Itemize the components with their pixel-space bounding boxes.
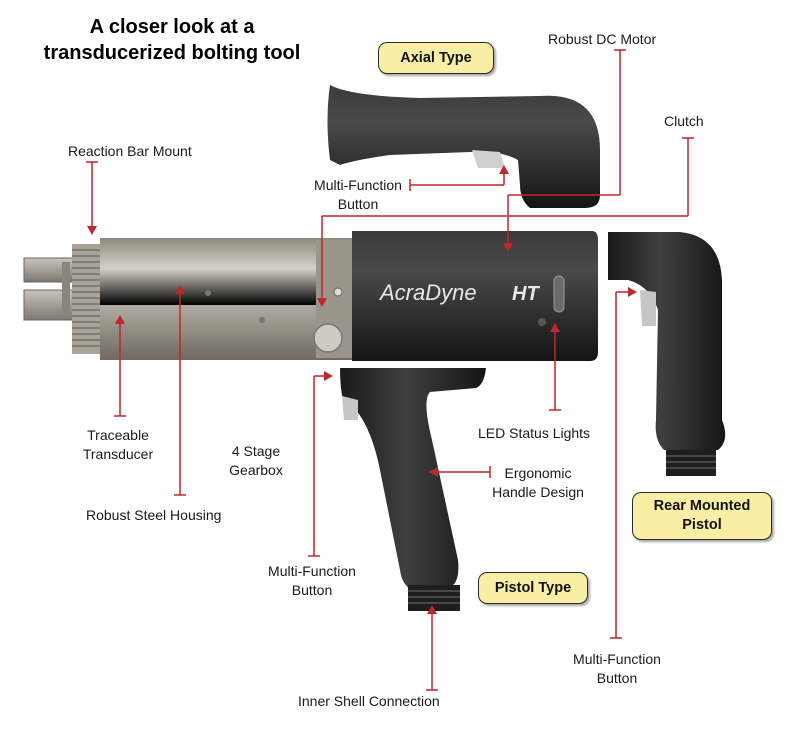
label-pistol-mf-line1: Multi-Function xyxy=(268,563,356,579)
label-inner-shell-connection: Inner Shell Connection xyxy=(298,692,440,711)
housing-screw xyxy=(259,317,265,323)
reaction-jaws xyxy=(23,257,75,321)
label-clutch-text: Clutch xyxy=(664,113,704,129)
label-traceable-line1: Traceable xyxy=(87,427,149,443)
brand-logo-suffix: HT xyxy=(512,283,540,305)
label-traceable-line2: Transducer xyxy=(82,446,154,462)
title-line-2: transducerized bolting tool xyxy=(43,42,301,64)
rear-mounted-pistol xyxy=(608,232,726,476)
label-rear-multi-function: Multi-Function Button xyxy=(562,650,672,688)
label-steel-housing: Robust Steel Housing xyxy=(86,506,221,525)
pistol-multi-function-button xyxy=(342,396,358,420)
rear-mounted-label-1: Rear Mounted xyxy=(653,498,751,514)
label-led-status-lights: LED Status Lights xyxy=(478,424,590,443)
motor-body: AcraDyne HT xyxy=(352,231,598,361)
axial-type-badge: Axial Type xyxy=(378,42,494,74)
label-gearbox-line1: 4 Stage xyxy=(231,443,281,459)
label-pistol-mf-line2: Button xyxy=(291,582,333,598)
label-dc-motor: Robust DC Motor xyxy=(548,30,656,49)
reaction-bar-mount xyxy=(72,244,102,354)
steel-housing xyxy=(100,238,352,360)
label-axial-mf-line1: Multi-Function xyxy=(314,177,402,193)
label-ergonomic-line1: Ergonomic xyxy=(504,465,572,481)
leader-lines xyxy=(86,49,694,691)
axial-multi-function-button xyxy=(472,150,505,168)
brand-logo: AcraDyne xyxy=(378,280,477,305)
pistol-type-badge: Pistol Type xyxy=(478,572,588,604)
housing-screw xyxy=(205,290,211,296)
rear-mounted-pistol-badge: Rear Mounted Pistol xyxy=(632,492,772,540)
label-gearbox: 4 Stage Gearbox xyxy=(216,442,296,480)
pistol-type-handle xyxy=(340,368,486,611)
label-traceable-transducer: Traceable Transducer xyxy=(72,426,164,464)
label-rear-mf-line1: Multi-Function xyxy=(573,651,661,667)
motor-screw xyxy=(538,318,546,326)
label-clutch: Clutch xyxy=(664,112,704,131)
label-dc-motor-text: Robust DC Motor xyxy=(548,31,657,47)
label-rear-mf-line2: Button xyxy=(596,670,638,686)
title-line-1: A closer look at a xyxy=(89,16,255,38)
label-axial-multi-function: Multi-Function Button xyxy=(306,176,410,214)
label-reaction-bar-text: Reaction Bar Mount xyxy=(68,143,192,159)
axial-type-handle xyxy=(327,85,600,208)
label-inner-shell-text: Inner Shell Connection xyxy=(298,693,440,709)
rear-multi-function-button xyxy=(640,290,656,326)
label-axial-mf-line2: Button xyxy=(337,196,379,212)
axial-type-label: Axial Type xyxy=(400,50,472,66)
label-reaction-bar-mount: Reaction Bar Mount xyxy=(68,142,192,161)
label-gearbox-line2: Gearbox xyxy=(229,462,283,478)
label-housing-text: Robust Steel Housing xyxy=(86,507,222,523)
label-ergonomic-handle: Ergonomic Handle Design xyxy=(482,464,594,502)
diagram-title: A closer look at a transducerized boltin… xyxy=(26,14,318,66)
pistol-type-label: Pistol Type xyxy=(494,580,572,596)
led-status-lights xyxy=(553,275,565,313)
label-led-text: LED Status Lights xyxy=(478,425,591,441)
rear-mounted-label-2: Pistol xyxy=(682,517,722,533)
label-ergonomic-line2: Handle Design xyxy=(492,484,584,500)
label-pistol-multi-function: Multi-Function Button xyxy=(258,562,366,600)
